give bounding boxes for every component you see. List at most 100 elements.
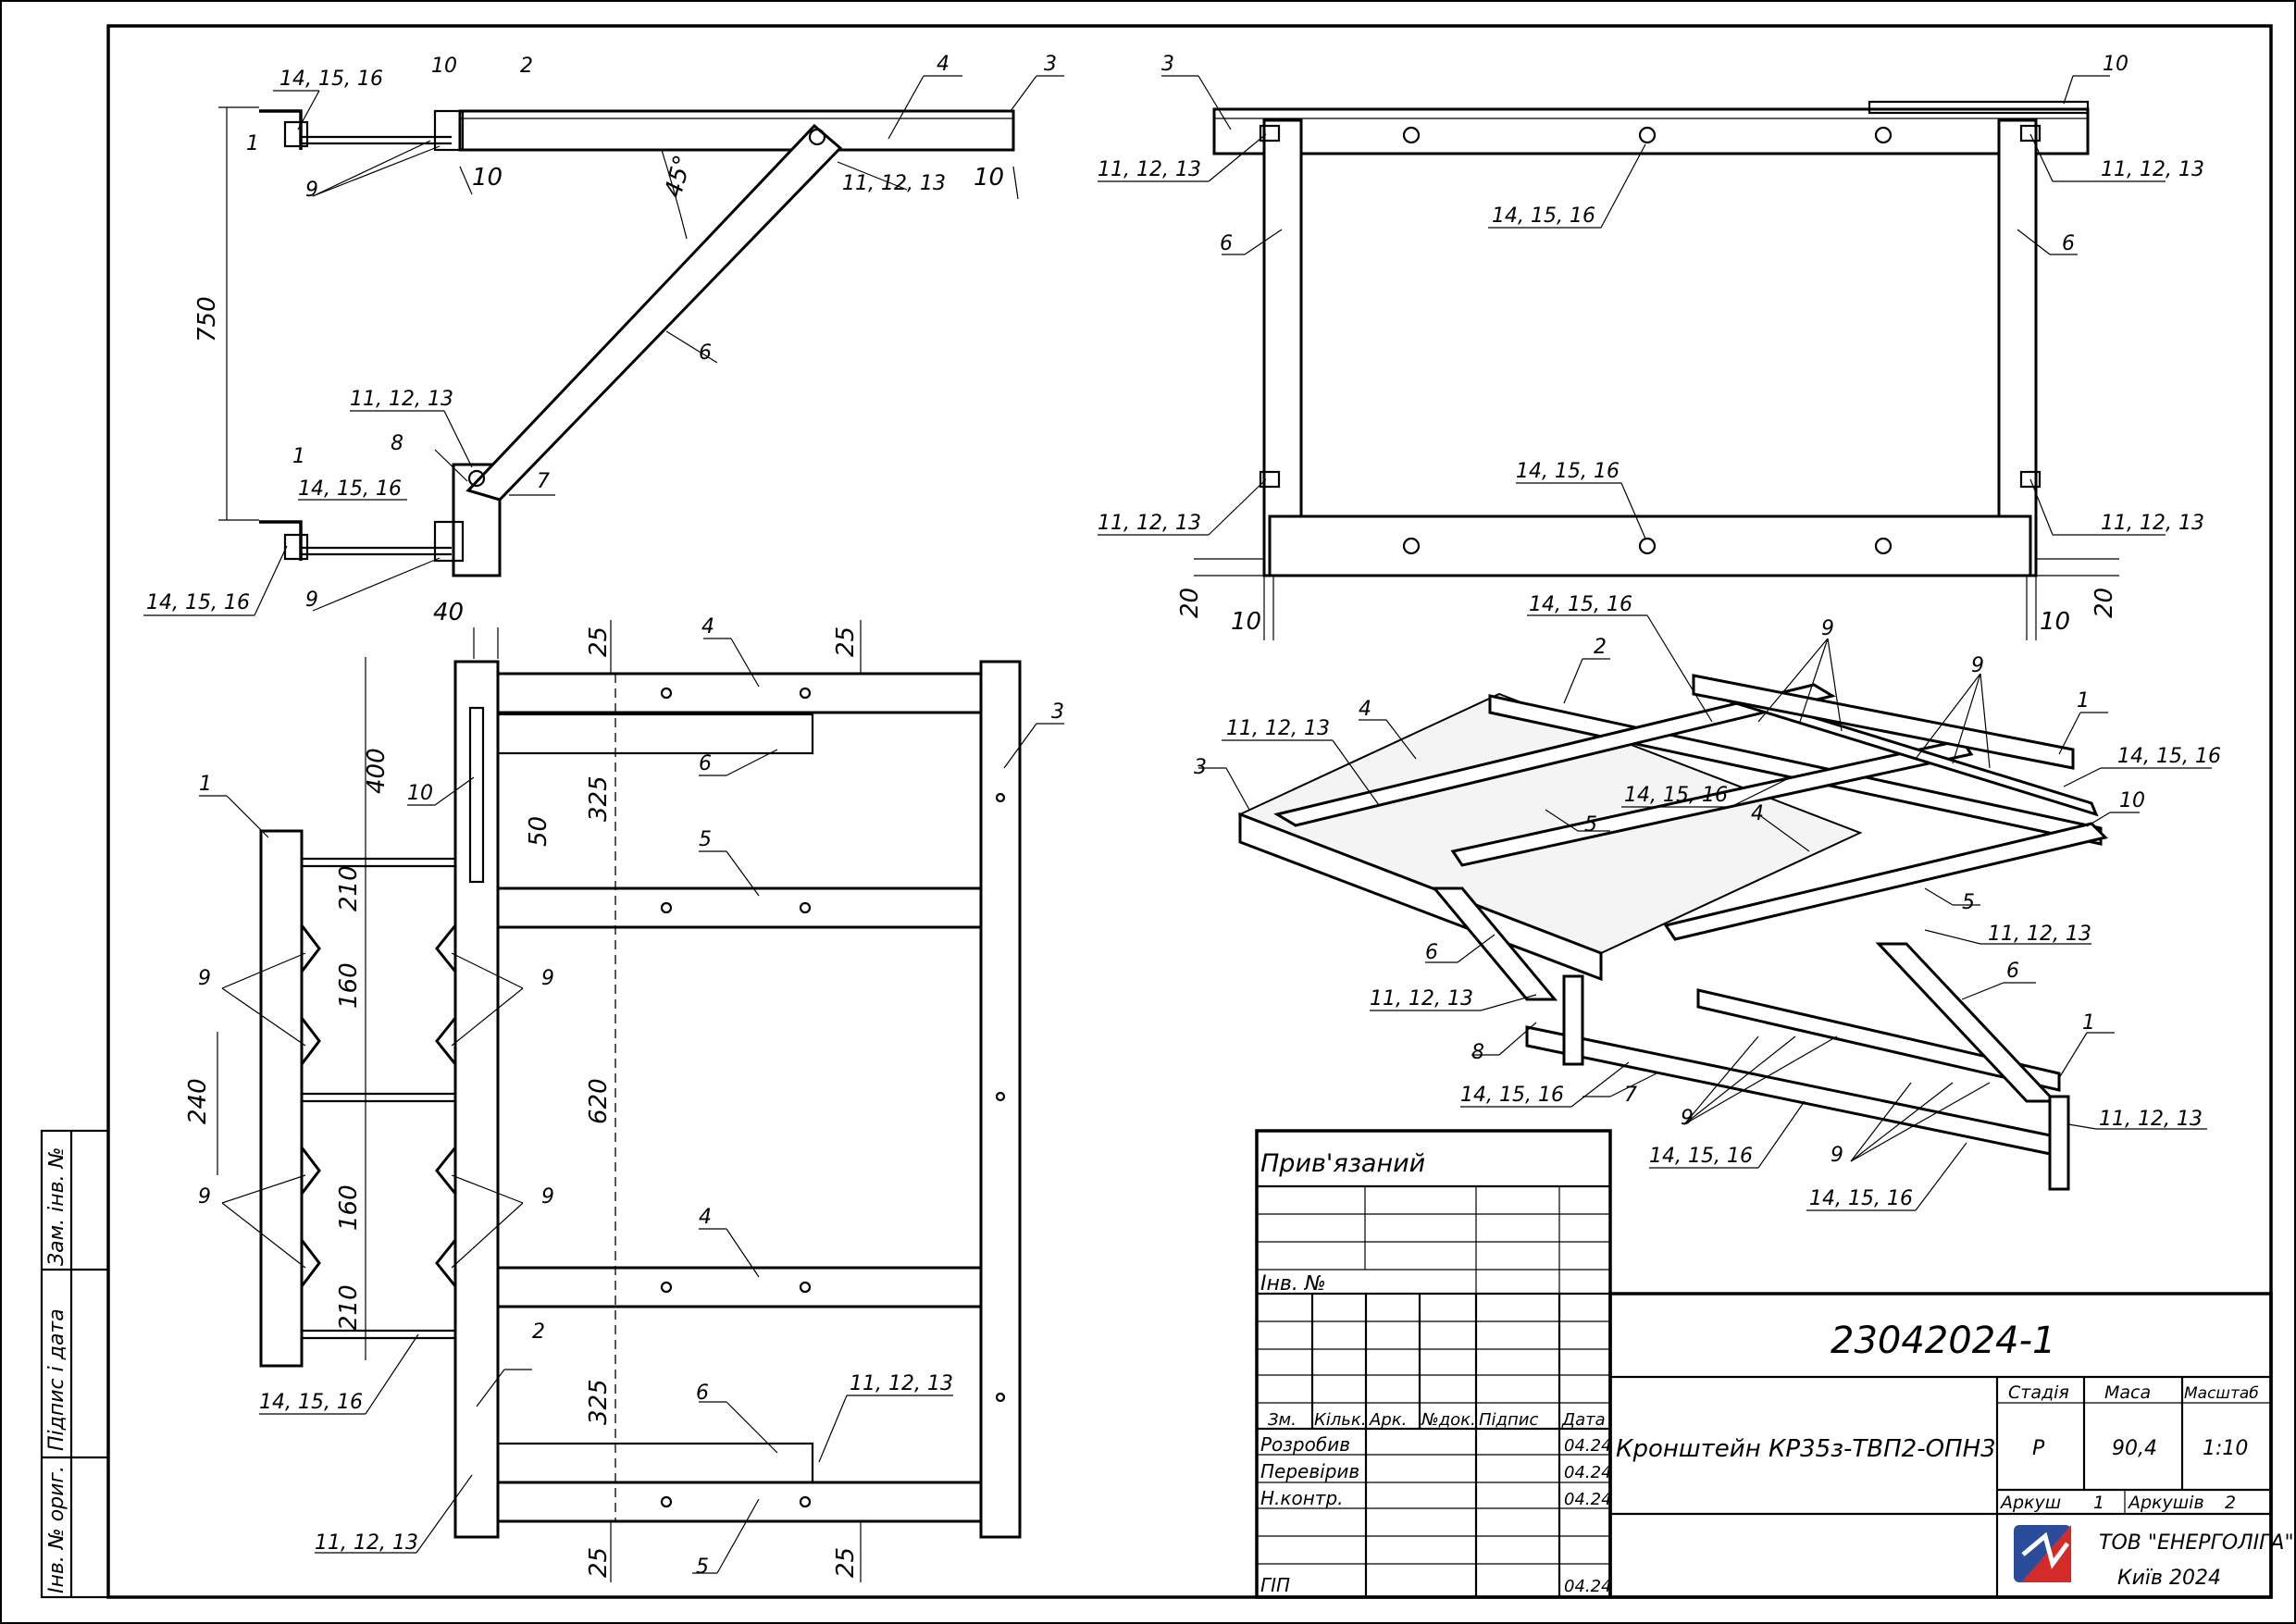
callout-front-9-ur: 9	[541, 967, 554, 990]
dim-front-240: 240	[184, 1078, 212, 1124]
callout-side-9-bottom: 9	[305, 589, 318, 612]
callout-side-1-bottom: 1	[292, 445, 305, 468]
callout-side-10: 10	[431, 55, 457, 78]
dim-front-400: 400	[363, 748, 391, 794]
dim-front-160-bottom: 160	[335, 1184, 363, 1231]
side-stamp-repl: Зам. інв. №	[45, 1147, 68, 1267]
callout-iso-14-15-16-top: 14, 15, 16	[1529, 593, 1632, 616]
callout-plan-11-12-13-tl: 11, 12, 13	[1098, 158, 1201, 181]
callout-front-9-ll: 9	[198, 1185, 211, 1209]
callout-plan-11-12-13-bl: 11, 12, 13	[1098, 512, 1201, 535]
callout-iso-2: 2	[1594, 636, 1607, 659]
callout-side-11-12-13-top: 11, 12, 13	[842, 172, 946, 195]
callout-iso-6-right: 6	[2006, 960, 2019, 983]
dim-angle: 45°	[660, 153, 698, 201]
callout-front-5-bottom: 5	[696, 1556, 709, 1579]
callout-front-1: 1	[199, 773, 212, 796]
callout-iso-11-12-13-left: 11, 12, 13	[1370, 987, 1473, 1010]
callout-iso-4-mid: 4	[1751, 802, 1764, 825]
callout-plan-11-12-13-br: 11, 12, 13	[2101, 512, 2204, 535]
dim-front-25-bottom-left: 25	[585, 1547, 613, 1578]
col-pidpys: Підпис	[1479, 1410, 1538, 1430]
callout-iso-14-15-16-left: 14, 15, 16	[1460, 1084, 1564, 1107]
callout-side-6: 6	[699, 341, 712, 365]
dim-front-25-top-left: 25	[585, 626, 613, 657]
callout-plan-3: 3	[1161, 53, 1174, 76]
role-checked: Перевірив	[1260, 1460, 1359, 1482]
callout-side-2: 2	[520, 55, 533, 78]
callout-plan-6-right: 6	[2062, 232, 2075, 255]
callout-front-3: 3	[1051, 700, 1064, 724]
callout-iso-7: 7	[1624, 1084, 1637, 1107]
callout-side-14-15-16-mid: 14, 15, 16	[298, 477, 402, 501]
callout-side-4: 4	[937, 53, 949, 76]
frame-border	[106, 24, 2273, 1599]
callout-iso-11-12-13-top: 11, 12, 13	[1226, 717, 1330, 740]
stage-header: Стадія	[2008, 1382, 2069, 1403]
dim-plan-20-left: 20	[1176, 588, 1204, 618]
callout-front-6-top: 6	[699, 752, 712, 775]
linked-label: Прив'язаний	[1260, 1149, 1425, 1178]
callout-side-1-top: 1	[246, 132, 259, 155]
callout-side-7: 7	[537, 470, 550, 493]
dim-plan-20-right: 20	[2091, 588, 2118, 618]
scale-value: 1:10	[2203, 1437, 2248, 1460]
callout-front-9-lr: 9	[541, 1185, 554, 1209]
dim-front-210-top: 210	[335, 865, 363, 911]
callout-iso-4-left: 4	[1359, 698, 1371, 721]
callout-plan-14-15-16-top: 14, 15, 16	[1492, 205, 1595, 228]
callout-side-3: 3	[1044, 53, 1057, 76]
col-ark: Арк.	[1369, 1410, 1407, 1430]
callout-plan-11-12-13-tr: 11, 12, 13	[2101, 158, 2204, 181]
callout-iso-14-15-16-low: 14, 15, 16	[1649, 1145, 1753, 1168]
callout-iso-6-left: 6	[1425, 941, 1438, 964]
sheet-value: 1	[2093, 1493, 2104, 1513]
callout-iso-14-15-16-mid: 14, 15, 16	[1624, 784, 1728, 807]
city-year: Київ 2024	[2117, 1567, 2221, 1590]
callout-iso-14-15-16-bottom: 14, 15, 16	[1809, 1187, 1913, 1210]
callout-front-4-bottom: 4	[699, 1206, 712, 1229]
date-checked: 04.24	[1564, 1463, 1612, 1482]
callout-front-9-ul: 9	[198, 967, 211, 990]
callout-front-11-12-13-right: 11, 12, 13	[850, 1372, 953, 1395]
callout-iso-1-top: 1	[2077, 689, 2090, 713]
callout-iso-10: 10	[2119, 789, 2145, 812]
callout-front-4-top: 4	[701, 615, 714, 638]
dim-plan-10-left: 10	[1231, 608, 1261, 636]
callout-front-10: 10	[407, 782, 433, 805]
scale-header: Масштаб	[2184, 1384, 2259, 1403]
company-name: ТОВ "ЕНЕРГОЛІГА"	[2099, 1531, 2294, 1555]
callout-side-14-15-16-bottom: 14, 15, 16	[146, 591, 250, 614]
callout-front-11-12-13-left: 11, 12, 13	[315, 1531, 418, 1555]
sheets-label: Аркушів	[2127, 1493, 2204, 1513]
side-stamp-orig: Інв. № ориг.	[45, 1466, 68, 1593]
stage-value: Р	[2032, 1437, 2045, 1460]
dim-front-50: 50	[525, 816, 552, 847]
callout-front-2: 2	[532, 1320, 545, 1344]
mass-header: Маса	[2104, 1382, 2151, 1403]
callout-iso-5-left: 5	[1584, 813, 1597, 837]
callout-iso-3: 3	[1194, 756, 1207, 779]
dim-front-210-bottom: 210	[335, 1284, 363, 1331]
callout-side-11-12-13-bottom: 11, 12, 13	[350, 388, 453, 411]
dim-10-b: 10	[974, 164, 1004, 192]
callout-front-14-15-16: 14, 15, 16	[259, 1391, 363, 1414]
sheet-label: Аркуш	[1999, 1493, 2061, 1513]
callout-side-14-15-16-top: 14, 15, 16	[279, 68, 383, 91]
side-stamp: Інв. № ориг. Підпис і дата Зам. інв. №	[40, 1129, 110, 1599]
callout-plan-6-left: 6	[1220, 232, 1233, 255]
date-gip: 04.24	[1564, 1577, 1612, 1596]
dim-front-25-top-right: 25	[832, 626, 860, 657]
dim-plan-10-right: 10	[2040, 608, 2070, 636]
company-logo-icon	[2014, 1525, 2071, 1582]
callout-plan-14-15-16-bottom: 14, 15, 16	[1516, 460, 1620, 483]
plan-view: 3 10 11, 12, 13 11, 12, 13 14, 15, 16 6 …	[1098, 53, 2204, 640]
callout-iso-8: 8	[1471, 1041, 1484, 1064]
col-ndok: №док.	[1421, 1410, 1476, 1430]
date-developed: 04.24	[1564, 1436, 1612, 1456]
callout-iso-11-12-13-mid: 11, 12, 13	[1988, 923, 2091, 946]
side-view: 750 45° 10 10 14, 15, 16 10 2 4 3 1 9 11…	[143, 53, 1064, 616]
role-norm-control: Н.контр.	[1260, 1487, 1344, 1509]
